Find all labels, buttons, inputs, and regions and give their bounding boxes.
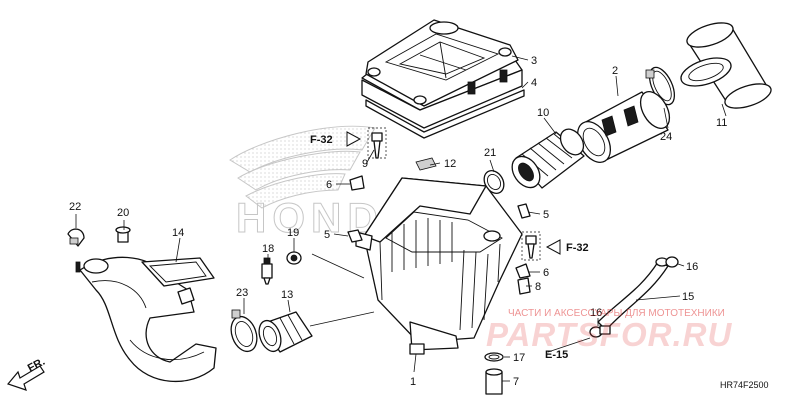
callout-22: 23 <box>236 287 248 299</box>
ref-f32-top-label: F-32 <box>310 134 333 146</box>
part-joint-band <box>230 309 258 353</box>
ref-f32-right: F-32 <box>545 239 589 255</box>
part-intake-duct <box>75 256 217 383</box>
part-air-cleaner-case <box>355 177 523 355</box>
part-clamp-24 <box>67 228 85 247</box>
ref-e15-label: E-15 <box>545 349 568 361</box>
ref-e15: E-15 <box>545 349 568 361</box>
part-drain-tube <box>485 368 503 395</box>
callout-16a: 16 <box>686 261 698 273</box>
part-air-filter <box>680 22 772 109</box>
callout-6b: 6 <box>543 267 549 279</box>
part-tube-clip-16a <box>665 256 679 268</box>
callout-5a: 5 <box>324 229 330 241</box>
part-grommet-20 <box>115 226 131 243</box>
callout-9: 9 <box>362 158 368 170</box>
watermark-logo: PARTSFOR.RU <box>486 316 732 353</box>
front-direction-arrow: FR. <box>6 356 47 391</box>
part-sensor-18 <box>261 257 273 285</box>
part-connecting-tube <box>511 128 585 189</box>
callout-8: 8 <box>535 281 541 293</box>
part-o-ring <box>484 352 504 362</box>
part-clip-6b <box>515 263 531 279</box>
part-air-cleaner-cover <box>361 19 525 139</box>
callout-12: 12 <box>444 158 456 170</box>
callout-5b: 5 <box>543 209 549 221</box>
callout-labels: 3 4 2 11 24 10 21 12 9 6 5 5 6 8 17 7 1 … <box>69 55 727 388</box>
part-bolt-f32 <box>521 231 541 261</box>
part-rubber-joint <box>258 311 313 353</box>
callout-7: 7 <box>513 376 519 388</box>
part-bolt-9 <box>367 127 387 159</box>
callout-1: 1 <box>410 376 416 388</box>
callout-21: 21 <box>484 147 496 159</box>
callout-6a: 6 <box>326 179 332 191</box>
callout-20: 20 <box>117 207 129 219</box>
part-clip-5a <box>347 229 363 243</box>
watermark: ЧАСТИ И АКСЕССУАРЫ ДЛЯ МОТОТЕХНИКИ PARTS… <box>486 308 732 353</box>
callout-4: 4 <box>531 77 537 89</box>
callout-15: 15 <box>682 291 694 303</box>
part-clip-8 <box>517 277 531 295</box>
callout-17: 17 <box>513 352 525 364</box>
part-clip-5b <box>517 203 531 219</box>
callout-10: 10 <box>537 107 549 119</box>
callout-3: 3 <box>531 55 537 67</box>
leader-lines <box>75 55 727 382</box>
callout-16b: 16 <box>590 307 602 319</box>
callout-14: 14 <box>172 227 184 239</box>
callout-24: 22 <box>69 201 81 213</box>
part-grommet-19 <box>286 251 302 265</box>
part-clip-6a <box>349 175 365 191</box>
part-label <box>415 157 437 171</box>
callout-19: 19 <box>287 227 299 239</box>
callout-18: 18 <box>262 243 274 255</box>
ref-f32-top: F-32 <box>310 131 362 147</box>
part-filter-holder <box>576 91 671 163</box>
callout-13: 13 <box>281 289 293 301</box>
ref-f32-right-label: F-32 <box>566 242 589 254</box>
callout-11: 11 <box>716 117 727 129</box>
watermark-tagline: ЧАСТИ И АКСЕССУАРЫ ДЛЯ МОТОТЕХНИКИ <box>508 308 725 319</box>
callout-23: 24 <box>660 131 672 143</box>
callout-2: 2 <box>612 65 618 77</box>
part-tube-clip-16b <box>589 325 611 338</box>
diagram-code: HR74F2500 <box>720 380 769 390</box>
